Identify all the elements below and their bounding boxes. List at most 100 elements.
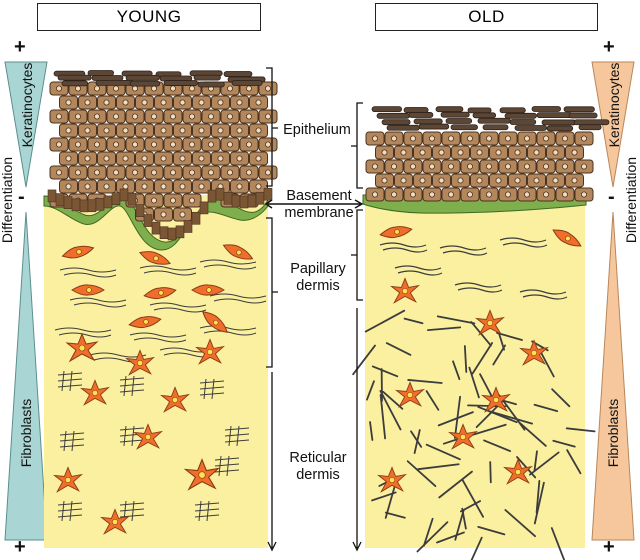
keratinocyte-nucleus: [150, 169, 157, 176]
epithelium-label: Epithelium: [283, 122, 351, 138]
collagen-fiber: [410, 430, 423, 448]
fibroblast-elongated: [143, 287, 177, 300]
basal-cell: [199, 201, 209, 215]
keratinocyte-nucleus: [552, 149, 559, 156]
keratinocyte-nucleus: [409, 191, 416, 198]
fibroblast-stellate: [448, 423, 478, 450]
collagen-fiber: [382, 247, 428, 253]
keratinocyte-nucleus: [504, 191, 511, 198]
keratinocyte-nucleus: [131, 85, 138, 92]
collagen-fiber: [61, 500, 65, 522]
cornified-flake: [197, 81, 225, 88]
collagen-fiber: [199, 380, 225, 384]
young-mid-minus: -: [18, 186, 25, 208]
keratinocyte-nucleus: [103, 155, 110, 162]
keratinocyte-nucleus: [150, 197, 157, 204]
young-top-plus: +: [14, 36, 26, 58]
keratinocyte-nucleus: [169, 197, 176, 204]
fibroblast-elongated: [222, 244, 254, 260]
cornified-flake: [531, 106, 561, 112]
basal-cell: [183, 220, 193, 233]
keratinocyte-nucleus: [409, 163, 416, 170]
collagen-fiber: [69, 297, 127, 303]
collagen-fiber: [539, 350, 555, 378]
keratinocyte-nucleus: [207, 169, 214, 176]
young-fibroblast-gradient: [4, 211, 48, 541]
fibroblast-stellate: [80, 379, 110, 406]
keratinocyte-nucleus: [160, 155, 167, 162]
collagen-fiber: [533, 481, 545, 525]
keratinocyte-nucleus: [485, 163, 492, 170]
keratinocyte-nucleus: [466, 135, 473, 142]
collagen-fiber: [57, 372, 83, 376]
collagen-fiber: [211, 378, 215, 400]
fibroblast-nucleus: [207, 349, 213, 355]
collagen-fiber: [422, 517, 434, 547]
keratinocyte-nucleus: [226, 85, 233, 92]
basal-cell: [223, 191, 233, 205]
keratinocyte-nucleus: [457, 149, 464, 156]
cornified-flake: [376, 112, 411, 119]
keratinocyte-nucleus: [264, 113, 271, 120]
collagen-fiber: [143, 270, 197, 276]
keratinocyte-nucleus: [236, 155, 243, 162]
keratinocyte-nucleus: [160, 183, 167, 190]
keratinocyte-nucleus: [131, 141, 138, 148]
basal-cell: [159, 226, 169, 239]
keratinocyte-nucleus: [113, 169, 120, 176]
collagen-fiber: [519, 422, 547, 447]
basal-cell: [79, 199, 89, 213]
collagen-fiber: [61, 370, 65, 392]
collagen-fiber: [57, 508, 83, 512]
collagen-fiber: [199, 325, 257, 331]
fibroblast-nucleus: [407, 392, 413, 398]
keratinocyte-nucleus: [160, 127, 167, 134]
keratinocyte-nucleus: [400, 149, 407, 156]
basal-cell: [207, 189, 217, 203]
cornified-flake: [482, 124, 509, 131]
fibroblast-nucleus: [213, 319, 219, 326]
keratinocyte-nucleus: [113, 141, 120, 148]
basal-cell: [175, 225, 185, 239]
collagen-fiber: [566, 449, 582, 475]
cornified-flake: [129, 80, 161, 87]
collagen-fiber: [504, 509, 536, 538]
collagen-fiber: [369, 421, 374, 441]
cornified-flake: [472, 112, 497, 119]
keratinocyte-nucleus: [75, 113, 82, 120]
fibroblast-nucleus: [172, 397, 178, 403]
fibroblast-nucleus: [402, 288, 408, 294]
keratinocyte-nucleus: [179, 183, 186, 190]
collagen-fiber: [492, 344, 506, 366]
basal-cell: [63, 196, 73, 209]
keratinocyte-nucleus: [179, 155, 186, 162]
keratinocyte-nucleus: [514, 149, 521, 156]
basal-cell: [55, 193, 65, 206]
keratinocyte-nucleus: [226, 113, 233, 120]
cornified-flake: [509, 119, 537, 125]
cornified-flake: [223, 71, 253, 77]
fibroblast-stellate: [160, 386, 190, 413]
fibroblast-stellate: [395, 381, 425, 408]
keratinocyte-nucleus: [65, 155, 72, 162]
collagen-fiber: [131, 500, 135, 522]
basal-cell: [215, 187, 225, 201]
collagen-fiber: [209, 293, 267, 299]
collagen-fiber: [477, 406, 518, 424]
keratinocyte-nucleus: [198, 99, 205, 106]
keratinocyte-nucleus: [524, 191, 531, 198]
keratinocyte-nucleus: [264, 141, 271, 148]
collagen-fiber: [198, 500, 202, 522]
collagen-fiber: [519, 289, 567, 295]
collagen-fiber: [226, 455, 230, 477]
cornified-flake: [95, 79, 134, 86]
keratinocyte-nucleus: [75, 169, 82, 176]
fibroblast-stellate: [100, 508, 130, 535]
keratinocyte-nucleus: [169, 85, 176, 92]
keratinocyte-nucleus: [438, 149, 445, 156]
collagen-fiber: [470, 536, 483, 560]
reticular-arrow-young: [267, 372, 277, 552]
fibroblast-nucleus: [531, 350, 537, 356]
collagen-fiber: [63, 430, 67, 452]
collagen-fiber: [119, 502, 145, 506]
